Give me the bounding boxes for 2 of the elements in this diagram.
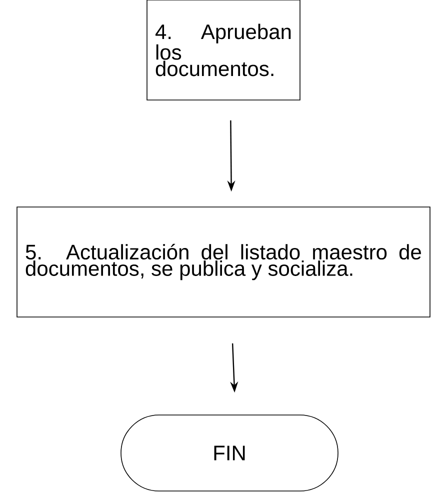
process-box: 5. Actualización del listado maestro de documentos, se publica y socializa. <box>16 206 430 318</box>
process-box: 4. Aprueban los documentos. <box>146 0 300 100</box>
